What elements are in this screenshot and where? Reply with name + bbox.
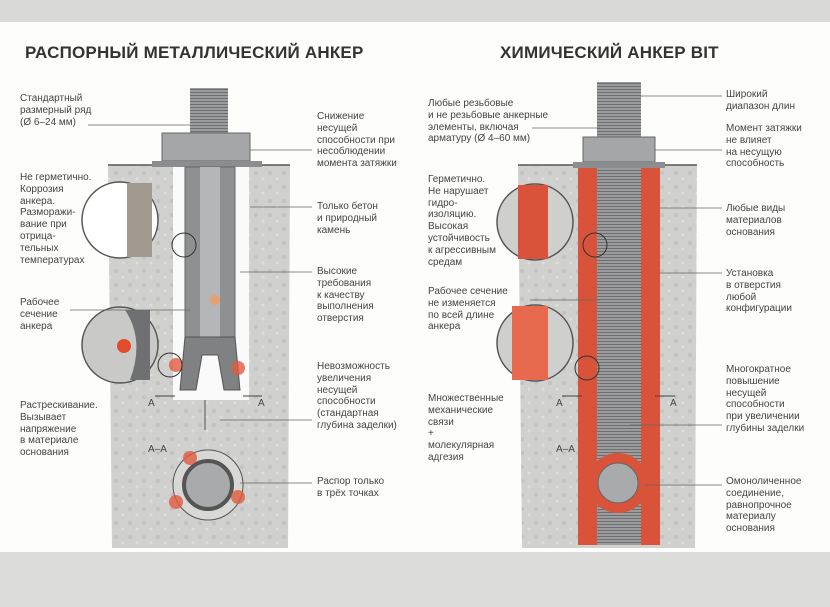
label-cracking: Растрескивание. Вызывает напряжение в ма… [20, 400, 98, 459]
label-bonds: Множественные механические связи + молек… [428, 393, 504, 463]
right-anchor [573, 82, 665, 545]
left-marker-a: А [148, 398, 155, 409]
label-depth: Многократное повышение несущей способнос… [726, 364, 805, 434]
label-sealed: Герметично. Не нарушает гидро- изоляцию.… [428, 174, 496, 268]
left-detail-circles [81, 181, 197, 384]
label-three-points: Распор только в трёх точках [317, 476, 385, 499]
label-monolithic: Омоноличенное соединение, равнопрочное м… [726, 476, 802, 535]
label-torque-left: Снижение несущей способности при несоблю… [317, 111, 397, 170]
label-no-increase: Невозможность увеличения несущей способн… [317, 361, 397, 431]
label-not-sealed: Не герметично. Коррозия анкера. Размораж… [20, 172, 92, 266]
left-anchor [152, 88, 262, 521]
label-size-range: Стандартный размерный ряд (Ø 6–24 мм) [20, 93, 92, 128]
label-any-materials: Любые виды материалов основания [726, 203, 786, 238]
left-leader-lines [70, 124, 312, 484]
right-leader-lines [530, 95, 722, 486]
right-marker-a: А [556, 398, 563, 409]
label-any-hole: Установка в отверстия любой конфигурации [726, 268, 792, 315]
right-marker-a2: А [670, 398, 677, 409]
top-border [0, 0, 830, 22]
right-detail-circles [496, 183, 608, 382]
right-title: ХИМИЧЕСКИЙ АНКЕР BIT [500, 43, 719, 62]
label-working-section: Рабочее сечение анкера [20, 297, 60, 332]
label-concrete-only: Только бетон и природный камень [317, 201, 378, 236]
label-any-elements: Любые резьбовые и не резьбовые анкерные … [428, 98, 549, 145]
right-section-label: А–А [556, 444, 575, 455]
label-torque-right: Момент затяжки не влияет на несущую спос… [726, 123, 802, 170]
left-title: РАСПОРНЫЙ МЕТАЛЛИЧЕСКИЙ АНКЕР [25, 43, 364, 62]
label-lengths: Широкий диапазон длин [726, 89, 795, 112]
bottom-border [0, 552, 830, 607]
left-section-label: А–А [148, 444, 167, 455]
left-marker-a2: А [258, 398, 265, 409]
label-hole-quality: Высокие требования к качеству выполнения… [317, 266, 374, 325]
label-section-constant: Рабочее сечение не изменяется по всей дл… [428, 286, 508, 333]
